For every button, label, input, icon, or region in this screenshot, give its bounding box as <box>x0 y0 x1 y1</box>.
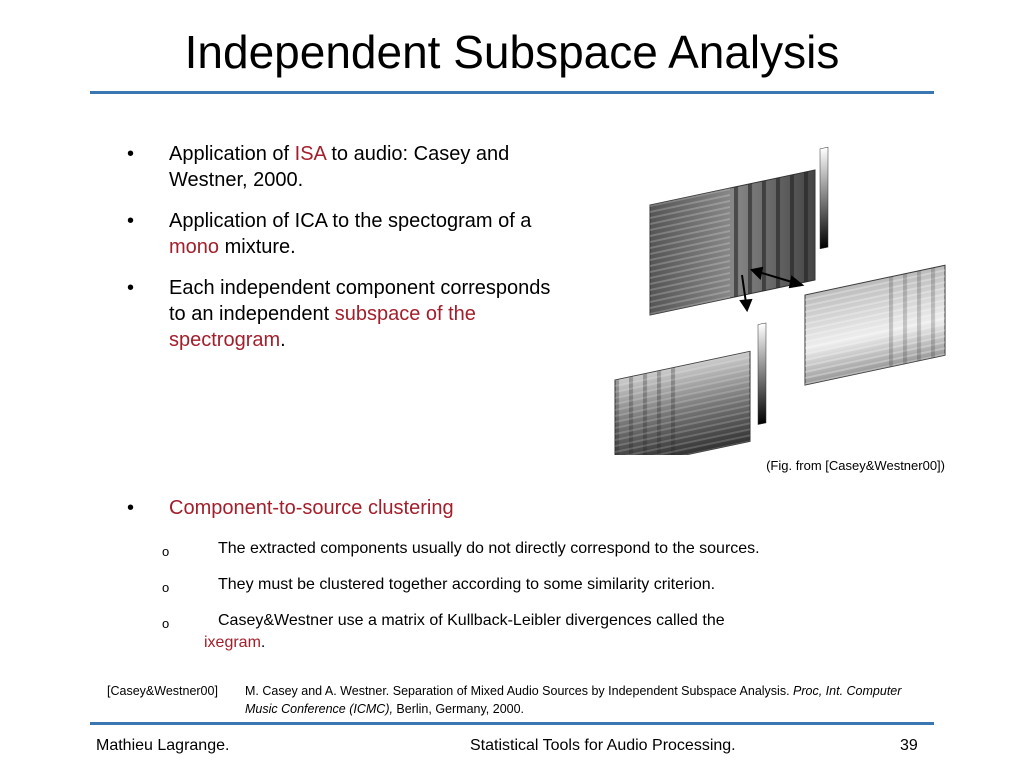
reference-tail: Berlin, Germany, 2000. <box>392 702 525 716</box>
sub-bullet-marker: o <box>162 616 170 631</box>
page-number: 39 <box>900 737 918 754</box>
spectrogram-component-1-panel <box>614 322 767 455</box>
reference-citation: [Casey&Westner00] M. Casey and A. Westne… <box>107 682 927 718</box>
sub-bullet-text: The extracted components usually do not … <box>218 540 760 557</box>
title-divider <box>90 91 934 94</box>
sub-bullet-marker: o <box>162 580 170 595</box>
footer-divider <box>90 722 934 725</box>
bullet-text: to audio: Casey and Westner, 2000. <box>169 143 510 191</box>
reference-text: M. Casey and A. Westner. Separation of M… <box>245 684 794 698</box>
spectrogram-figure <box>614 146 946 455</box>
spectrogram-component-2-panel <box>804 264 946 386</box>
sub-bullet-text: Casey&Westner use a matrix of Kullback-L… <box>218 612 725 629</box>
sub-bullet-item: o They must be clustered together accord… <box>160 574 920 596</box>
bullet-highlight: mono <box>169 236 220 258</box>
cluster-heading: • Component-to-source clustering <box>127 495 454 521</box>
sub-bullet-item: o Casey&Westner use a matrix of Kullback… <box>160 610 920 654</box>
arrow-icon <box>739 266 805 313</box>
sub-bullet-highlight: ixegram <box>204 634 261 651</box>
spectrogram-mixture-panel <box>649 146 829 316</box>
bullet-item: • Application of ISA to audio: Casey and… <box>127 141 567 193</box>
sub-bullet-text: They must be clustered together accordin… <box>218 576 716 593</box>
bullet-highlight: ISA <box>294 143 326 165</box>
footer-course: Statistical Tools for Audio Processing. <box>470 737 736 754</box>
bullet-highlight: subspace of the spectrogram <box>169 303 476 351</box>
sub-bullet-marker: o <box>162 544 170 559</box>
bullet-dot: • <box>127 277 135 299</box>
bullet-dot: • <box>127 497 135 519</box>
bullet-text: Each independent component corresponds t… <box>169 277 551 325</box>
figure-caption: (Fig. from [Casey&Westner00]) <box>766 458 945 473</box>
bullet-item: • Each independent component corresponds… <box>127 275 567 353</box>
footer-author: Mathieu Lagrange. <box>96 737 230 754</box>
bullet-list: • Application of ISA to audio: Casey and… <box>127 141 567 368</box>
bullet-text: . <box>280 329 286 351</box>
reference-venue: Proc, Int. Computer Music Conference (IC… <box>245 684 902 716</box>
bullet-text: Application of ICA to the spectogram of … <box>169 210 532 232</box>
reference-key: [Casey&Westner00] <box>107 684 218 698</box>
sub-bullet-text: . <box>260 634 266 651</box>
bullet-item: • Application of ICA to the spectogram o… <box>127 208 567 260</box>
bullet-dot: • <box>127 143 135 165</box>
bullet-text: mixture. <box>219 236 296 258</box>
bullet-text: Application of <box>169 143 295 165</box>
bullet-dot: • <box>127 210 135 232</box>
slide-title: Independent Subspace Analysis <box>184 26 840 78</box>
sub-bullet-item: o The extracted components usually do no… <box>160 538 920 560</box>
cluster-heading-text: Component-to-source clustering <box>169 497 454 519</box>
sub-bullet-list: o The extracted components usually do no… <box>160 538 920 668</box>
